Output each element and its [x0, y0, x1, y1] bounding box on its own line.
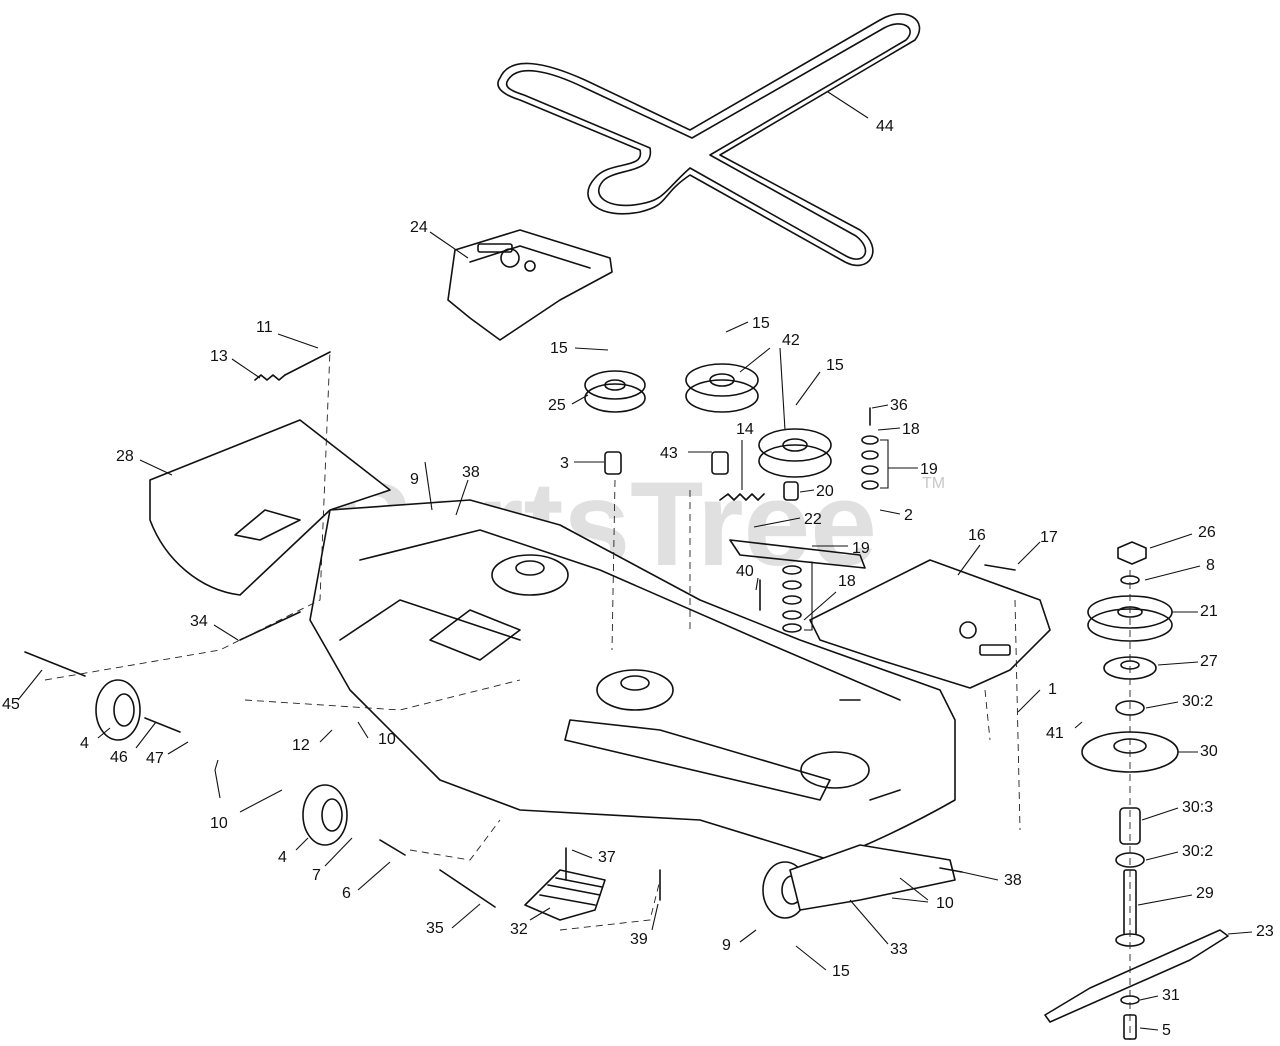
callout-label: 36	[890, 397, 908, 414]
idler-pulley-25	[584, 370, 646, 413]
callout-label: 26	[1198, 524, 1216, 541]
callout-label: 38	[1004, 872, 1022, 889]
axle-6	[379, 839, 406, 856]
callout-labels: 44 24 11 13 28 9 38 15 25 3 15 42 43 14 …	[2, 118, 1274, 1039]
callout-label: 43	[660, 445, 678, 462]
bolt-38-lower	[939, 867, 963, 873]
spring-13	[254, 374, 286, 381]
washer-stack-19-lower	[782, 565, 802, 633]
callout-label: 30:2	[1182, 843, 1213, 860]
callout-label: 23	[1256, 923, 1274, 940]
gauge-wheel-front	[95, 679, 141, 741]
mower-blade-23	[1044, 929, 1229, 1023]
callout-label: 39	[630, 931, 648, 948]
debris-guard-grid	[539, 877, 603, 906]
callout-label: 37	[598, 849, 616, 866]
callout-label: 15	[832, 963, 850, 980]
callout-label: 7	[312, 867, 321, 884]
callout-label: 19	[920, 461, 938, 478]
callout-label: 44	[876, 118, 894, 135]
callout-label: 19	[852, 540, 870, 557]
callout-label: 27	[1200, 653, 1218, 670]
callout-label: 11	[256, 319, 273, 336]
callout-label: 40	[736, 563, 754, 580]
callout-label: 8	[1206, 557, 1215, 574]
callout-label: 18	[902, 421, 920, 438]
callout-label: 5	[1162, 1022, 1171, 1039]
debris-guard-32	[524, 869, 606, 921]
callout-label: 42	[782, 332, 800, 349]
rod-17	[984, 564, 1016, 571]
washer-stack-19-upper	[861, 435, 879, 490]
watermark-tm: TM	[922, 475, 945, 492]
discharge-chute	[149, 419, 391, 596]
callout-label: 34	[190, 613, 208, 630]
belt-cover	[447, 229, 613, 341]
callout-label: 20	[816, 483, 834, 500]
callout-label: 6	[342, 885, 351, 902]
callout-label: 30:3	[1182, 799, 1213, 816]
idler-pulley-42a	[685, 363, 759, 413]
callout-label: 46	[110, 749, 128, 766]
callout-label: 15	[550, 340, 568, 357]
spring-14	[719, 493, 765, 501]
callout-label: 21	[1200, 603, 1218, 620]
drive-belt	[497, 13, 921, 267]
callout-label: 30	[1200, 743, 1218, 760]
idler-arm-22	[729, 539, 866, 569]
axle-46	[144, 717, 181, 733]
rod-11	[284, 351, 331, 376]
callout-label: 45	[2, 696, 20, 713]
callout-label: 47	[146, 750, 164, 767]
deck-spindle-center	[596, 669, 674, 711]
leader-lines	[17, 91, 1253, 1031]
callout-label: 22	[804, 511, 822, 528]
callout-label: 10	[936, 895, 954, 912]
pin-35	[439, 869, 496, 908]
callout-label: 1	[1048, 681, 1057, 698]
callout-label: 41	[1046, 725, 1064, 742]
callout-label: 18	[838, 573, 856, 590]
callout-label: 14	[736, 421, 754, 438]
callout-label: 10	[210, 815, 228, 832]
spacer-20	[783, 481, 799, 501]
callout-label: 30:2	[1182, 693, 1213, 710]
callout-label: 16	[968, 527, 986, 544]
deck-spindle-right	[800, 751, 870, 789]
callout-label: 15	[826, 357, 844, 374]
deck-side-cover	[809, 559, 1051, 689]
callout-label: 4	[80, 735, 89, 752]
callout-label: 38	[462, 464, 480, 481]
callout-label: 31	[1162, 987, 1180, 1004]
callout-label: 3	[560, 455, 569, 472]
callout-label: 4	[278, 849, 287, 866]
callout-label: 2	[904, 507, 913, 524]
anti-scalp-bracket	[789, 844, 956, 911]
callout-label: 9	[722, 937, 731, 954]
bolt-45	[24, 651, 86, 677]
callout-label: 17	[1040, 529, 1058, 546]
callout-label: 12	[292, 737, 310, 754]
callout-label: 28	[116, 448, 134, 465]
spacer-43	[711, 451, 729, 475]
callout-label: 29	[1196, 885, 1214, 902]
deck-spindle-left	[491, 554, 569, 596]
callout-label: 35	[426, 920, 444, 937]
assembly-guide-lines	[44, 349, 1131, 1040]
callout-label: 9	[410, 471, 419, 488]
callout-label: 25	[548, 397, 566, 414]
spacer-3	[604, 451, 622, 475]
callout-label: 32	[510, 921, 528, 938]
gauge-wheel-rear	[302, 784, 348, 846]
callout-label: 15	[752, 315, 770, 332]
callout-label: 13	[210, 348, 228, 365]
callout-label: 24	[410, 219, 428, 236]
callout-label: 10	[378, 731, 396, 748]
callout-label: 33	[890, 941, 908, 958]
idler-pulley-42b	[758, 428, 832, 478]
